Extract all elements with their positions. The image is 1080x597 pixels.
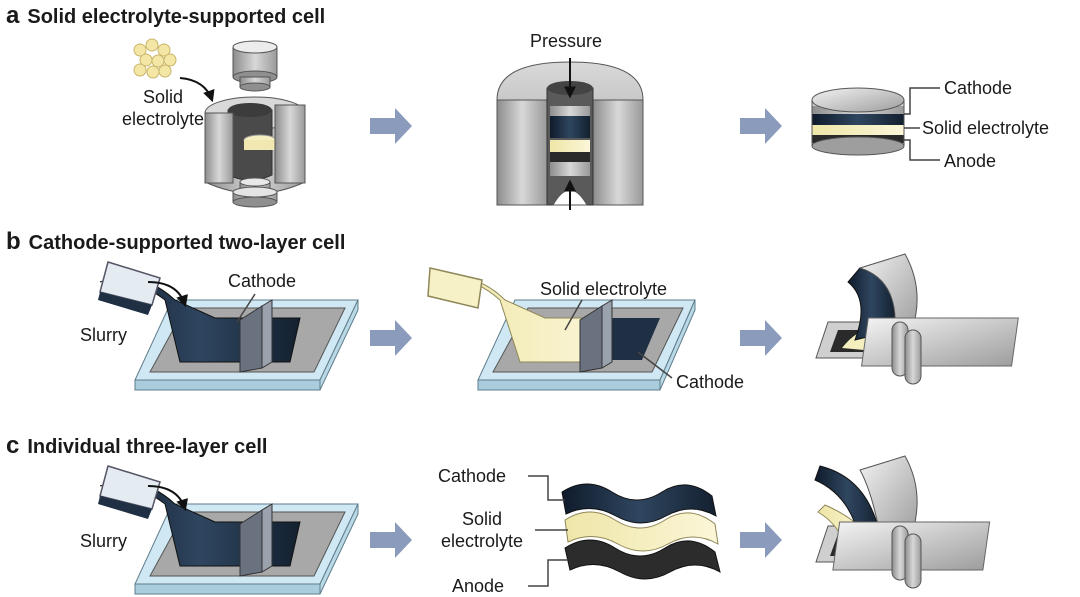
label-cathode-a: Cathode [944, 78, 1013, 98]
press-die [204, 96, 306, 194]
top-plunger [232, 40, 278, 92]
leader-anode-c [528, 559, 568, 587]
leader-electrolyte-b [564, 299, 583, 331]
doctor-blade-b2 [579, 299, 613, 373]
beaker-c [98, 465, 161, 519]
bottom-plunger [232, 177, 278, 208]
panel-b-letter: b [6, 228, 21, 255]
label-cathode-b: Cathode [228, 271, 297, 291]
process-arrow-a1 [370, 108, 412, 144]
wavy-layers-c [561, 483, 721, 580]
panel-c-letter: c [6, 432, 20, 459]
panel-c-title-text: Individual three-layer cell [27, 436, 268, 458]
pour-arrow [179, 77, 215, 103]
doctor-blade-c [239, 503, 273, 577]
leader-cathode-b2 [637, 351, 673, 379]
beaker-b [98, 261, 161, 315]
label-slurry-c: Slurry [80, 531, 128, 551]
leader-anode-a [904, 139, 940, 161]
process-arrow-b2 [740, 320, 782, 356]
label-cathode-c: Cathode [438, 466, 507, 486]
leader-cathode-a [904, 87, 940, 115]
pour-arrow-c [147, 485, 188, 512]
process-arrow-b1 [370, 320, 412, 356]
panel-a-title-text: Solid electrolyte-supported cell [27, 6, 326, 28]
pressed-pellet [811, 87, 905, 156]
label-solid-c: Solid [461, 509, 503, 529]
label-slurry-b: Slurry [80, 325, 128, 345]
pressing-die [496, 61, 644, 206]
label-pressure: Pressure [530, 31, 603, 51]
label-solid-electrolyte-b: Solid electrolyte [540, 279, 668, 299]
peeled-bilayer-b [815, 253, 1019, 385]
panel-b-title: b Cathode-supported two-layer cell [6, 228, 345, 256]
process-arrow-a2 [740, 108, 782, 144]
label-solid-electrolyte-a-right: Solid electrolyte [922, 118, 1050, 138]
peeled-trilayer-c [814, 455, 991, 589]
process-arrow-c1 [370, 522, 412, 558]
label-anode-c: Anode [452, 576, 505, 596]
label-electrolyte: electrolyte [121, 109, 205, 129]
solid-electrolyte-powder [133, 38, 177, 79]
panel-a-title: a Solid electrolyte-supported cell [6, 2, 325, 30]
beaker-b2 [427, 267, 483, 309]
pour-arrow-b [147, 281, 188, 308]
label-solid-electrolyte-a: Solid electrolyte [118, 86, 208, 130]
leader-cathode-c [528, 475, 565, 501]
label-solid-electrolyte-c: Solid electrolyte [430, 508, 534, 552]
label-electrolyte-c: electrolyte [440, 531, 524, 551]
process-arrow-c2 [740, 522, 782, 558]
leader-cathode-b [236, 293, 256, 323]
panel-b-title-text: Cathode-supported two-layer cell [28, 232, 346, 254]
label-solid: Solid [142, 87, 184, 107]
label-cathode-b2: Cathode [676, 372, 745, 392]
doctor-blade-b [239, 299, 273, 373]
label-anode-a: Anode [944, 151, 997, 171]
panel-a-letter: a [6, 2, 20, 29]
panel-c-title: c Individual three-layer cell [6, 432, 267, 460]
